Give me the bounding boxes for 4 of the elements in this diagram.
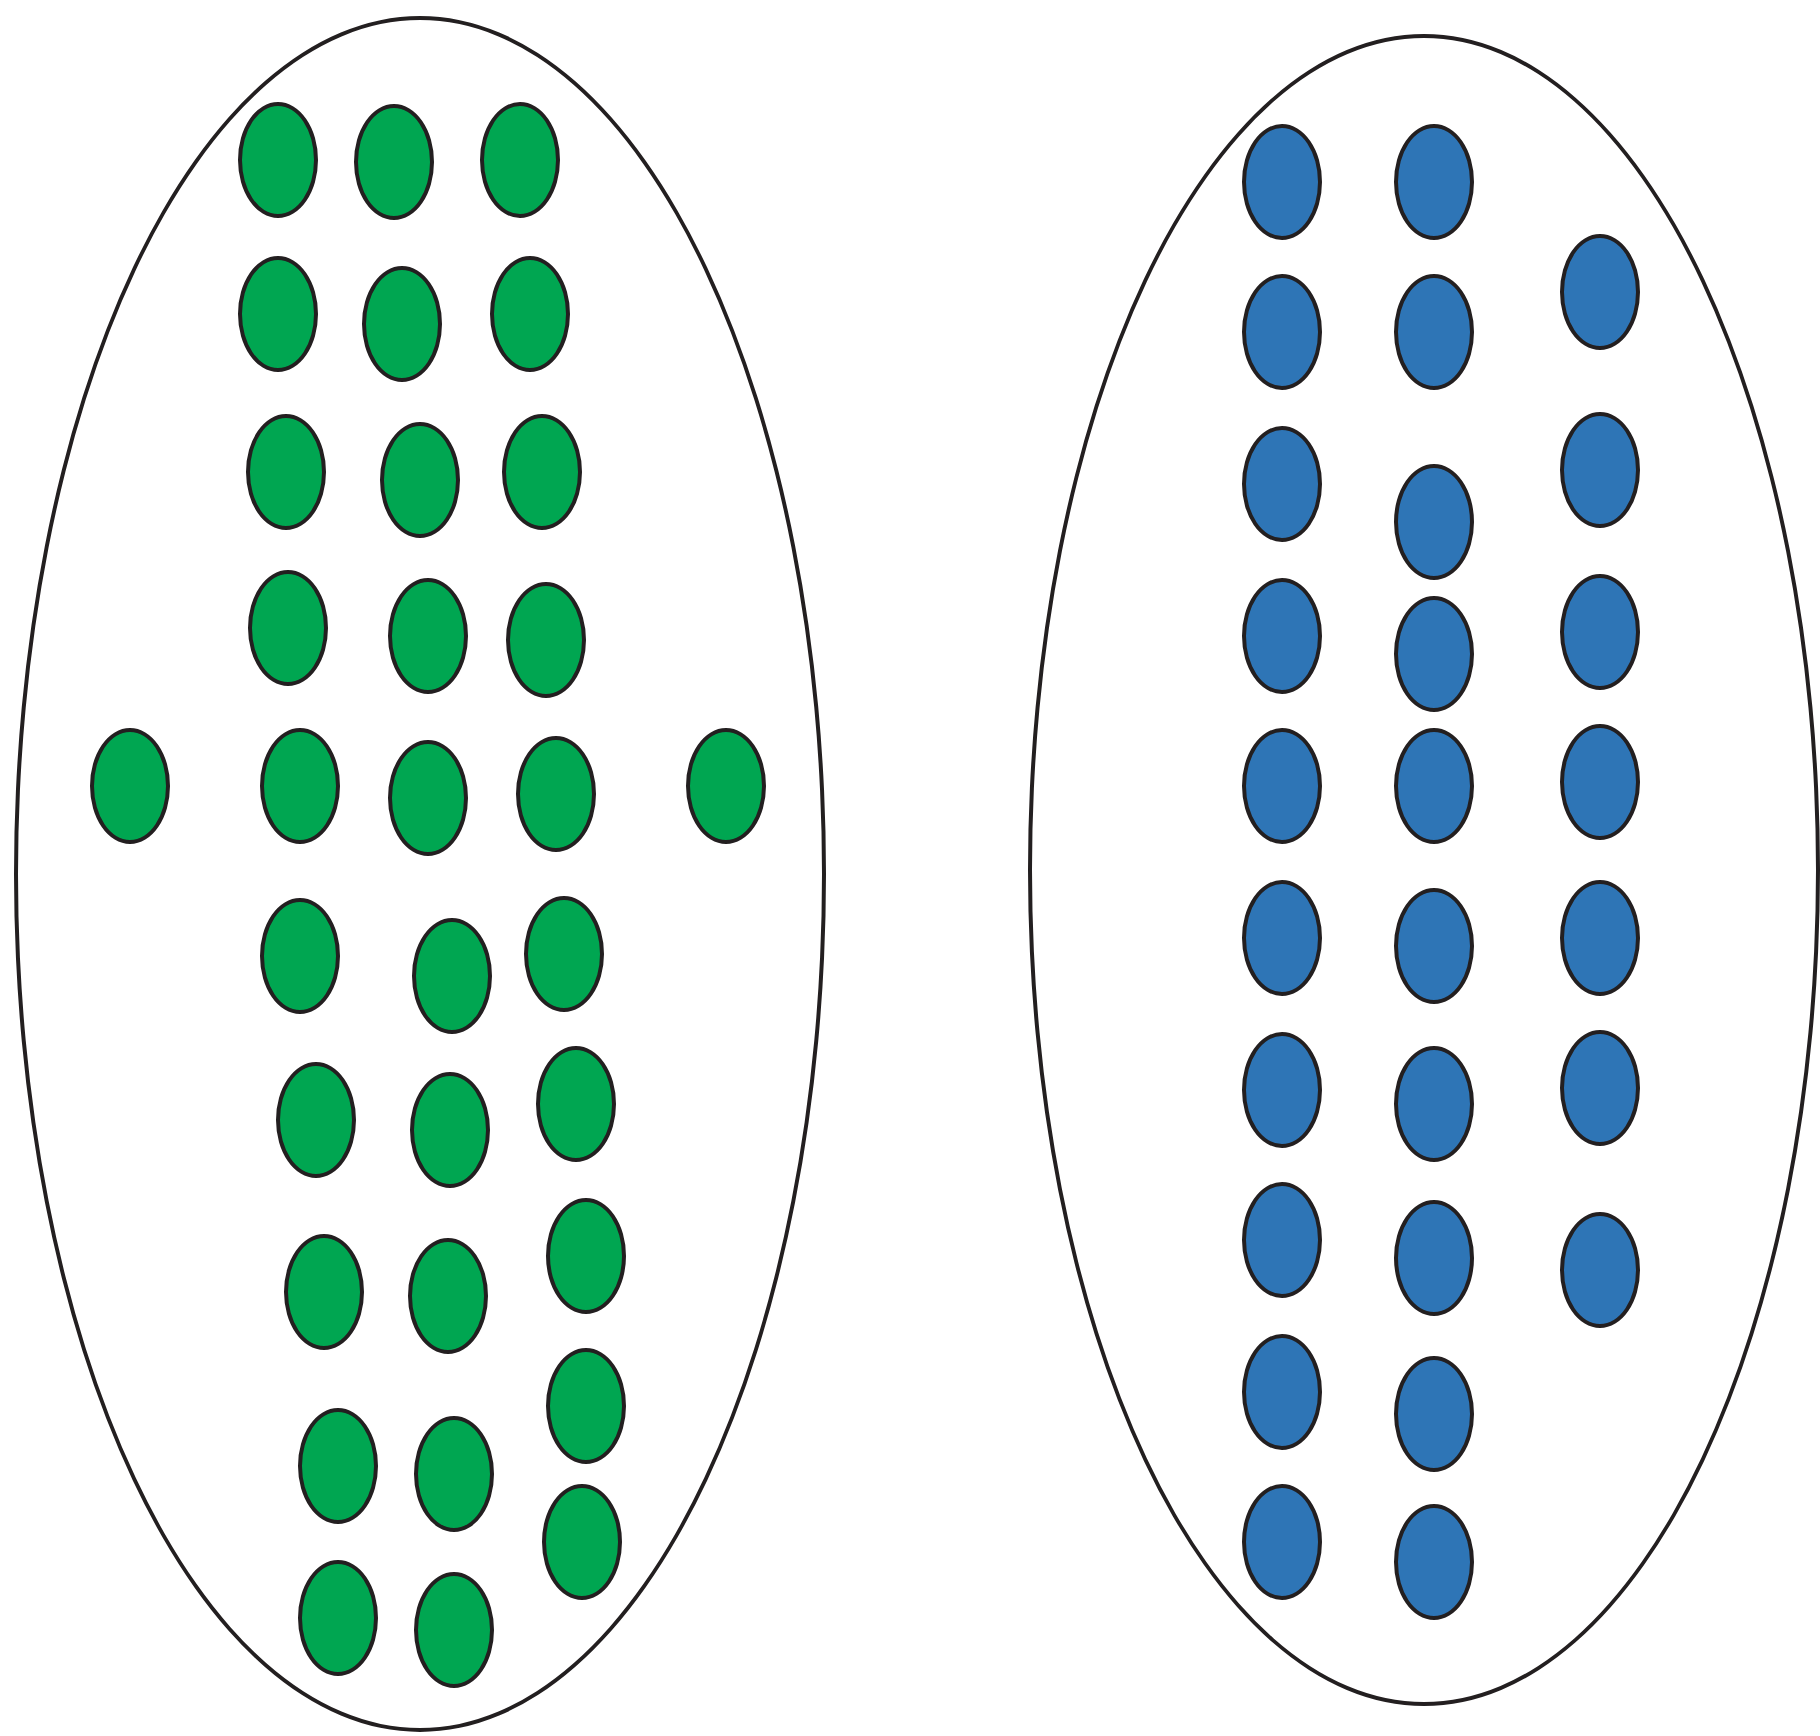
dot-ellipse: [238, 102, 318, 218]
set-ellipse: [14, 16, 826, 1732]
dot-ellipse: [1242, 124, 1322, 240]
set-ellipse: [1028, 34, 1820, 1706]
